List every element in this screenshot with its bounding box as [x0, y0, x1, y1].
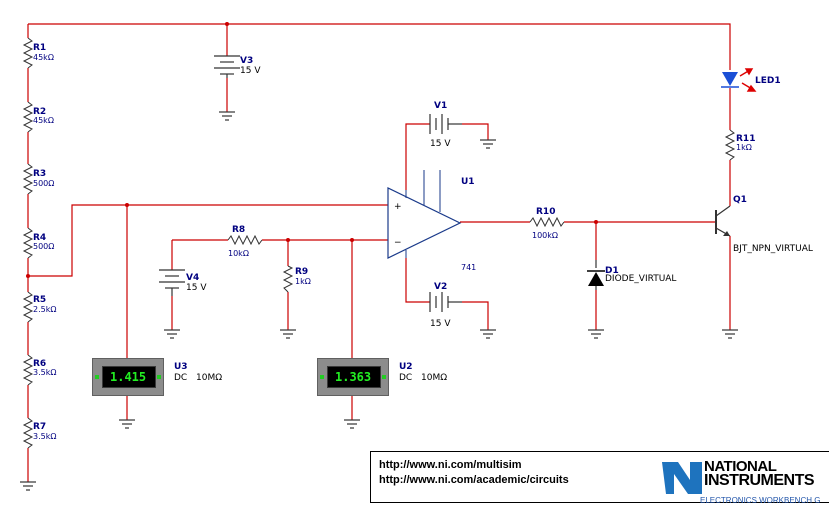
v3-ref: V3 [240, 56, 253, 66]
r1-value: 45kΩ [33, 53, 54, 62]
r1-ref: R1 [33, 43, 46, 53]
led1-ref: LED1 [755, 76, 781, 86]
ground-icon [344, 419, 360, 429]
footer-info-box: http://www.ni.com/multisim http://www.ni… [370, 451, 829, 503]
r5-value: 2.5kΩ [33, 305, 56, 314]
resistor-r2-symbol [22, 101, 34, 133]
r6-value: 3.5kΩ [33, 368, 56, 377]
resistor-r4-symbol [22, 227, 34, 259]
r8-ref: R8 [232, 225, 245, 235]
v3-value: 15 V [240, 66, 261, 76]
voltmeter-u2[interactable]: 1.363 [317, 358, 389, 396]
d1-model: DIODE_VIRTUAL [605, 274, 676, 284]
battery-v4 [159, 269, 185, 296]
r11-value: 1kΩ [736, 143, 752, 152]
meter-terminal-icon [157, 375, 161, 379]
r5-ref: R5 [33, 295, 46, 305]
led1 [721, 68, 757, 92]
r2-ref: R2 [33, 107, 46, 117]
meter-terminal-icon [320, 375, 324, 379]
u2-mode: DC [399, 373, 412, 383]
ni-eagle-icon [662, 462, 702, 494]
voltmeter-u2-display: 1.363 [327, 366, 381, 388]
r2-value: 45kΩ [33, 116, 54, 125]
ni-brand-line2: INSTRUMENTS [704, 472, 815, 489]
opamp-plus-sign: + [394, 202, 402, 212]
ground-icon [20, 481, 36, 491]
u3-ref: U3 [174, 362, 188, 372]
multisim-link[interactable]: http://www.ni.com/multisim [379, 459, 522, 471]
u2-impedance: 10MΩ [421, 373, 447, 383]
r9-ref: R9 [295, 267, 308, 277]
u2-ref: U2 [399, 362, 413, 372]
resistor-r8-symbol [227, 234, 263, 246]
resistor-labels: R1 45kΩ R2 45kΩ R3 500Ω R4 500Ω R5 2.5kΩ… [33, 43, 755, 441]
r8-value: 10kΩ [228, 249, 249, 258]
resistor-r10-symbol [529, 216, 565, 228]
resistor-r3-symbol [22, 163, 34, 195]
d1-ref: D1 [605, 266, 619, 276]
ground-icon [480, 139, 496, 149]
resistor-r9-symbol [282, 265, 294, 293]
battery-v2 [429, 292, 462, 312]
meter-terminal-icon [95, 375, 99, 379]
battery-v1 [429, 114, 462, 134]
r3-value: 500Ω [33, 179, 54, 188]
opamp-minus-sign: − [394, 238, 402, 248]
v4-value: 15 V [186, 283, 207, 293]
opamp-u1: + − [387, 170, 462, 259]
transistor-q1 [715, 205, 731, 237]
u3-mode: DC [174, 373, 187, 383]
wires [27, 23, 731, 482]
light-emission-arrows-icon [739, 68, 757, 92]
voltmeter-u3[interactable]: 1.415 [92, 358, 164, 396]
resistor-r6-symbol [22, 354, 34, 386]
v1-value: 15 V [430, 139, 451, 149]
r7-ref: R7 [33, 422, 46, 432]
ground-icon [280, 329, 296, 339]
v4-ref: V4 [186, 273, 199, 283]
ground-icon [119, 419, 135, 429]
resistor-r11-symbol [724, 129, 736, 161]
national-instruments-logo: NATIONAL INSTRUMENTS ELECTRONICS WORKBEN… [660, 458, 829, 505]
r7-value: 3.5kΩ [33, 432, 56, 441]
r10-ref: R10 [536, 207, 555, 217]
battery-v3 [214, 55, 240, 78]
q1-ref: Q1 [733, 195, 747, 205]
r3-ref: R3 [33, 169, 46, 179]
u1-ref: U1 [461, 177, 475, 187]
u1-model: 741 [461, 263, 476, 272]
resistor-ladder [22, 37, 736, 449]
q1-model: BJT_NPN_VIRTUAL [733, 244, 813, 254]
meter-terminal-icon [382, 375, 386, 379]
resistor-r5-symbol [22, 291, 34, 323]
ground-icon [164, 329, 180, 339]
ground-icon [588, 329, 604, 339]
r6-ref: R6 [33, 359, 46, 369]
resistor-r7-symbol [22, 417, 34, 449]
r11-ref: R11 [736, 134, 755, 144]
resistor-r1-symbol [22, 37, 34, 69]
academic-circuits-link[interactable]: http://www.ni.com/academic/circuits [379, 474, 569, 486]
ground-symbols [20, 111, 738, 491]
u3-impedance: 10MΩ [196, 373, 222, 383]
v2-value: 15 V [430, 319, 451, 329]
ni-brand-line1: NATIONAL [704, 458, 777, 475]
ground-icon [722, 329, 738, 339]
r10-value: 100kΩ [532, 231, 558, 240]
r4-ref: R4 [33, 233, 46, 243]
ground-icon [480, 329, 496, 339]
ground-icon [219, 111, 235, 121]
diode-d1 [587, 260, 605, 290]
r4-value: 500Ω [33, 242, 54, 251]
r9-value: 1kΩ [295, 277, 311, 286]
v1-ref: V1 [434, 101, 447, 111]
voltmeter-u3-display: 1.415 [102, 366, 156, 388]
v2-ref: V2 [434, 282, 447, 292]
junction-dots [26, 22, 598, 278]
